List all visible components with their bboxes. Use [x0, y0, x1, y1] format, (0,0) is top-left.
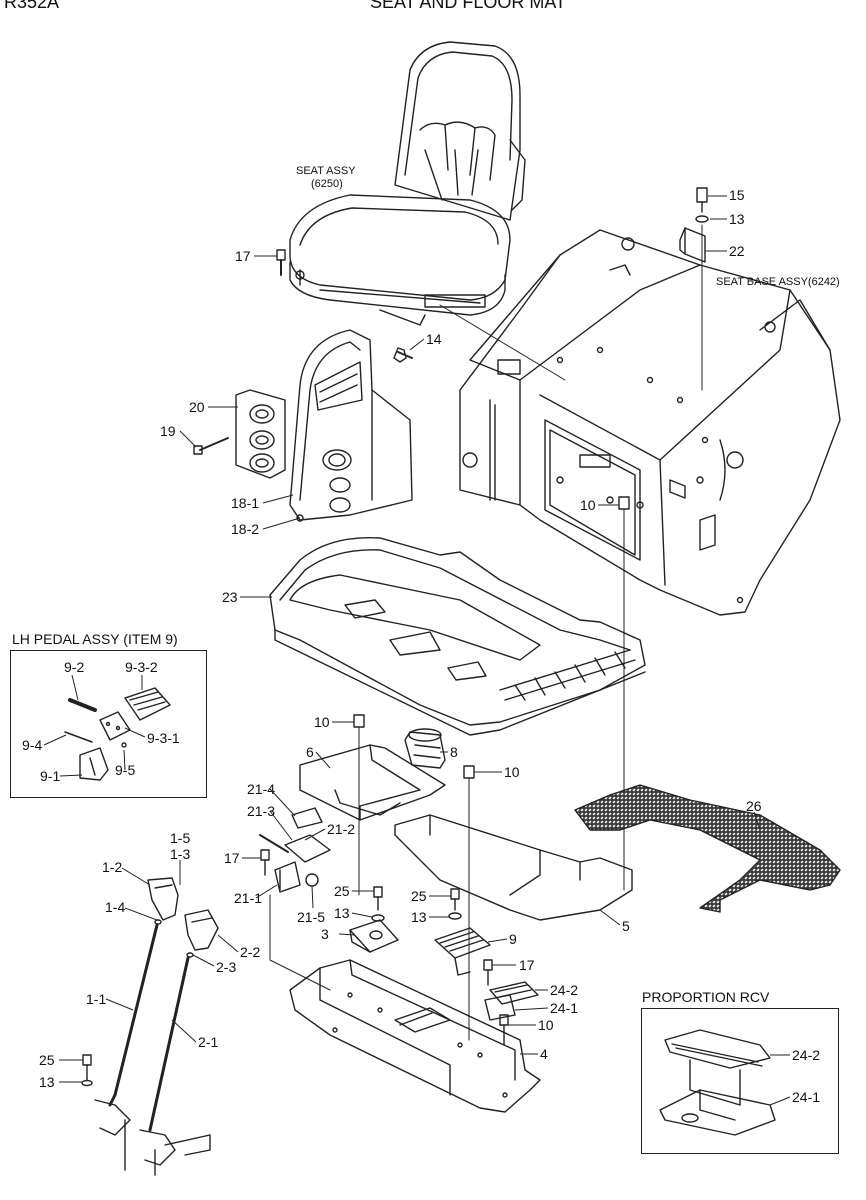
page-title: SEAT AND FLOOR MAT: [370, 0, 567, 12]
callout-15: 15: [729, 187, 745, 203]
callout-1-4: 1-4: [105, 899, 126, 915]
bracket-22-drawing: [679, 187, 709, 391]
callout-18-1: 18-1: [231, 495, 260, 511]
callout-25-c: 25: [39, 1052, 55, 1068]
callout-24-1-inset: 24-1: [792, 1089, 821, 1105]
console-cover-drawing: [289, 329, 413, 522]
callout-24-1: 24-1: [550, 1000, 579, 1016]
callout-26: 26: [746, 798, 762, 814]
floor-mat-23-drawing: [269, 536, 646, 736]
callout-20: 20: [189, 399, 205, 415]
callout-1-3: 1-3: [170, 846, 191, 862]
callout-21-3: 21-3: [247, 803, 276, 819]
base-plate-4-drawing: [289, 959, 541, 1113]
callout-2-3: 2-3: [216, 959, 237, 975]
callout-9-1: 9-1: [40, 768, 61, 784]
callout-21-5: 21-5: [297, 909, 326, 925]
callout-8: 8: [450, 744, 458, 760]
callout-25: 25: [334, 883, 350, 899]
callout-5: 5: [622, 918, 630, 934]
bolts-19-14-17-drawing: [193, 249, 566, 455]
callout-1-5: 1-5: [170, 830, 191, 846]
callout-24-2: 24-2: [550, 982, 579, 998]
callout-9-3-2: 9-3-2: [125, 659, 158, 675]
callout-21-2: 21-2: [327, 821, 356, 837]
seat-assy-number: (6250): [311, 178, 343, 190]
travel-levers-drawing: [81, 877, 219, 1176]
seat-base-assy-label: SEAT BASE ASSY(6242): [716, 276, 840, 288]
callout-9-5: 9-5: [115, 762, 136, 778]
callout-2-1: 2-1: [198, 1034, 219, 1050]
proportion-rcv-inset-box: [641, 1008, 839, 1154]
lh-pedal-inset-title: LH PEDAL ASSY (ITEM 9): [12, 631, 178, 647]
callout-10-c: 10: [504, 764, 520, 780]
rubber-boot-8-drawing: [404, 728, 446, 769]
floor-plate-6-drawing: [299, 744, 446, 821]
callout-21-1: 21-1: [234, 890, 263, 906]
floor-plate-5-drawing: [394, 814, 633, 921]
callout-22: 22: [729, 243, 745, 259]
callout-19: 19: [160, 423, 176, 439]
callout-10: 10: [580, 497, 596, 513]
callout-9: 9: [509, 931, 517, 947]
bolt-leaders-drawing: [353, 714, 475, 1041]
callout-10-d: 10: [538, 1017, 554, 1033]
bolt-10-drawing: [618, 496, 630, 891]
proportion-rcv-drawing: [659, 1029, 776, 1136]
bracket-3-drawing: [349, 886, 399, 953]
callout-21-4: 21-4: [247, 781, 276, 797]
callout-2-2: 2-2: [240, 944, 261, 960]
callout-13: 13: [729, 211, 745, 227]
callout-1-2: 1-2: [102, 859, 123, 875]
callout-18-2: 18-2: [231, 521, 260, 537]
lh-pedal-inset-box: [10, 650, 207, 798]
callout-3: 3: [321, 926, 329, 942]
callout-17-c: 17: [519, 957, 535, 973]
callout-10-b: 10: [314, 714, 330, 730]
pedal-9-drawing: [434, 888, 491, 976]
pedal-24-drawing: [483, 959, 539, 1046]
callout-17-b: 17: [224, 850, 240, 866]
model-label: R352A: [4, 0, 60, 12]
callout-4: 4: [540, 1046, 548, 1062]
callout-9-4: 9-4: [22, 737, 43, 753]
seat-base-assy-drawing: [459, 229, 841, 616]
callout-13-d: 13: [39, 1074, 55, 1090]
callout-24-2-inset: 24-2: [792, 1047, 821, 1063]
proportion-rcv-inset-title: PROPORTION RCV: [642, 989, 770, 1005]
seat-assy-label: SEAT ASSY: [296, 165, 356, 177]
callout-17: 17: [235, 248, 251, 264]
callout-13-c: 13: [411, 909, 427, 925]
switch-panel-20-drawing: [235, 389, 286, 479]
callout-9-2: 9-2: [64, 659, 85, 675]
callout-14: 14: [426, 331, 442, 347]
callout-25-b: 25: [411, 888, 427, 904]
callout-9-3-1: 9-3-1: [147, 730, 180, 746]
bracket-21-drawing: [259, 807, 331, 991]
floor-bracket-26-drawing: [574, 784, 841, 913]
seat-assy-drawing: [289, 41, 526, 326]
callout-1-1: 1-1: [86, 991, 107, 1007]
callout-13-b: 13: [334, 905, 350, 921]
callout-6: 6: [306, 744, 314, 760]
callout-23: 23: [222, 589, 238, 605]
